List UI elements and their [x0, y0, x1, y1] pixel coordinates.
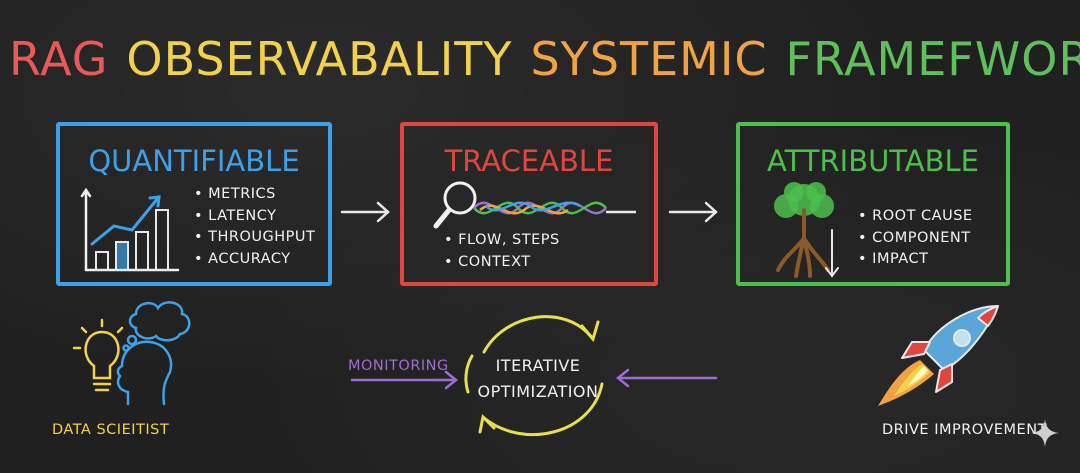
bullet-flow-steps: FLOW, STEPS: [444, 230, 560, 252]
cycle-line-2: OPTIMIZATION: [477, 382, 599, 401]
magnifier-trace-icon: [433, 181, 636, 229]
quantifiable-box: QUANTIFIABLE METRICS LATENCY THROUGHPUT …: [56, 122, 332, 286]
arrow-right-icon: [340, 201, 390, 223]
rocket-icon: [878, 305, 999, 406]
monitoring-arrow-icon: [350, 370, 459, 390]
return-arrow-icon: [615, 368, 718, 388]
attributable-box: ATTRIBUTABLE ROOT CAUSE COMPONENT IMPACT: [736, 122, 1010, 286]
traceable-title: TRACEABLE: [444, 144, 614, 178]
attributable-title: ATTRIBUTABLE: [766, 144, 979, 178]
bar-chart-icon: [80, 187, 180, 272]
arrow-right-icon: [668, 201, 718, 223]
bullet-root-cause: ROOT CAUSE: [858, 206, 973, 228]
data-scientist-label: DATA SCIEITIST: [52, 422, 170, 438]
bullet-context: CONTEXT: [444, 252, 560, 274]
bullet-throughput: THROUGHPUT: [194, 227, 315, 249]
cycle-line-1: ITERATIVE: [495, 356, 581, 375]
traceable-box: TRACEABLE FLOW, STEPS CONTEXT: [400, 122, 658, 286]
tree-roots-icon: [774, 182, 839, 278]
title-word-systemic: SYSTEMIC: [530, 32, 768, 86]
bullet-component: COMPONENT: [858, 228, 973, 250]
quantifiable-title: QUANTIFIABLE: [88, 144, 300, 178]
bullet-impact: IMPACT: [858, 249, 973, 271]
title-word-framework: FRAMEFWORK: [785, 32, 1080, 86]
bullet-latency: LATENCY: [194, 206, 315, 228]
sparkle-icon: [1031, 419, 1059, 447]
lightbulb-head-icon: [72, 301, 191, 406]
page-title: RAG OBSERVABALITY SYSTEMIC FRAMEFWORK: [0, 32, 1080, 86]
title-word-observability: OBSERVABALITY: [126, 32, 513, 86]
drive-improvement-label: DRIVE IMPROVEMENT: [882, 422, 1047, 438]
bullet-accuracy: ACCURACY: [194, 249, 315, 271]
bullet-metrics: METRICS: [194, 184, 315, 206]
title-word-rag: RAG: [9, 32, 109, 86]
monitoring-label: MONITORING: [348, 358, 449, 374]
iterative-cycle-icon: [464, 315, 604, 437]
